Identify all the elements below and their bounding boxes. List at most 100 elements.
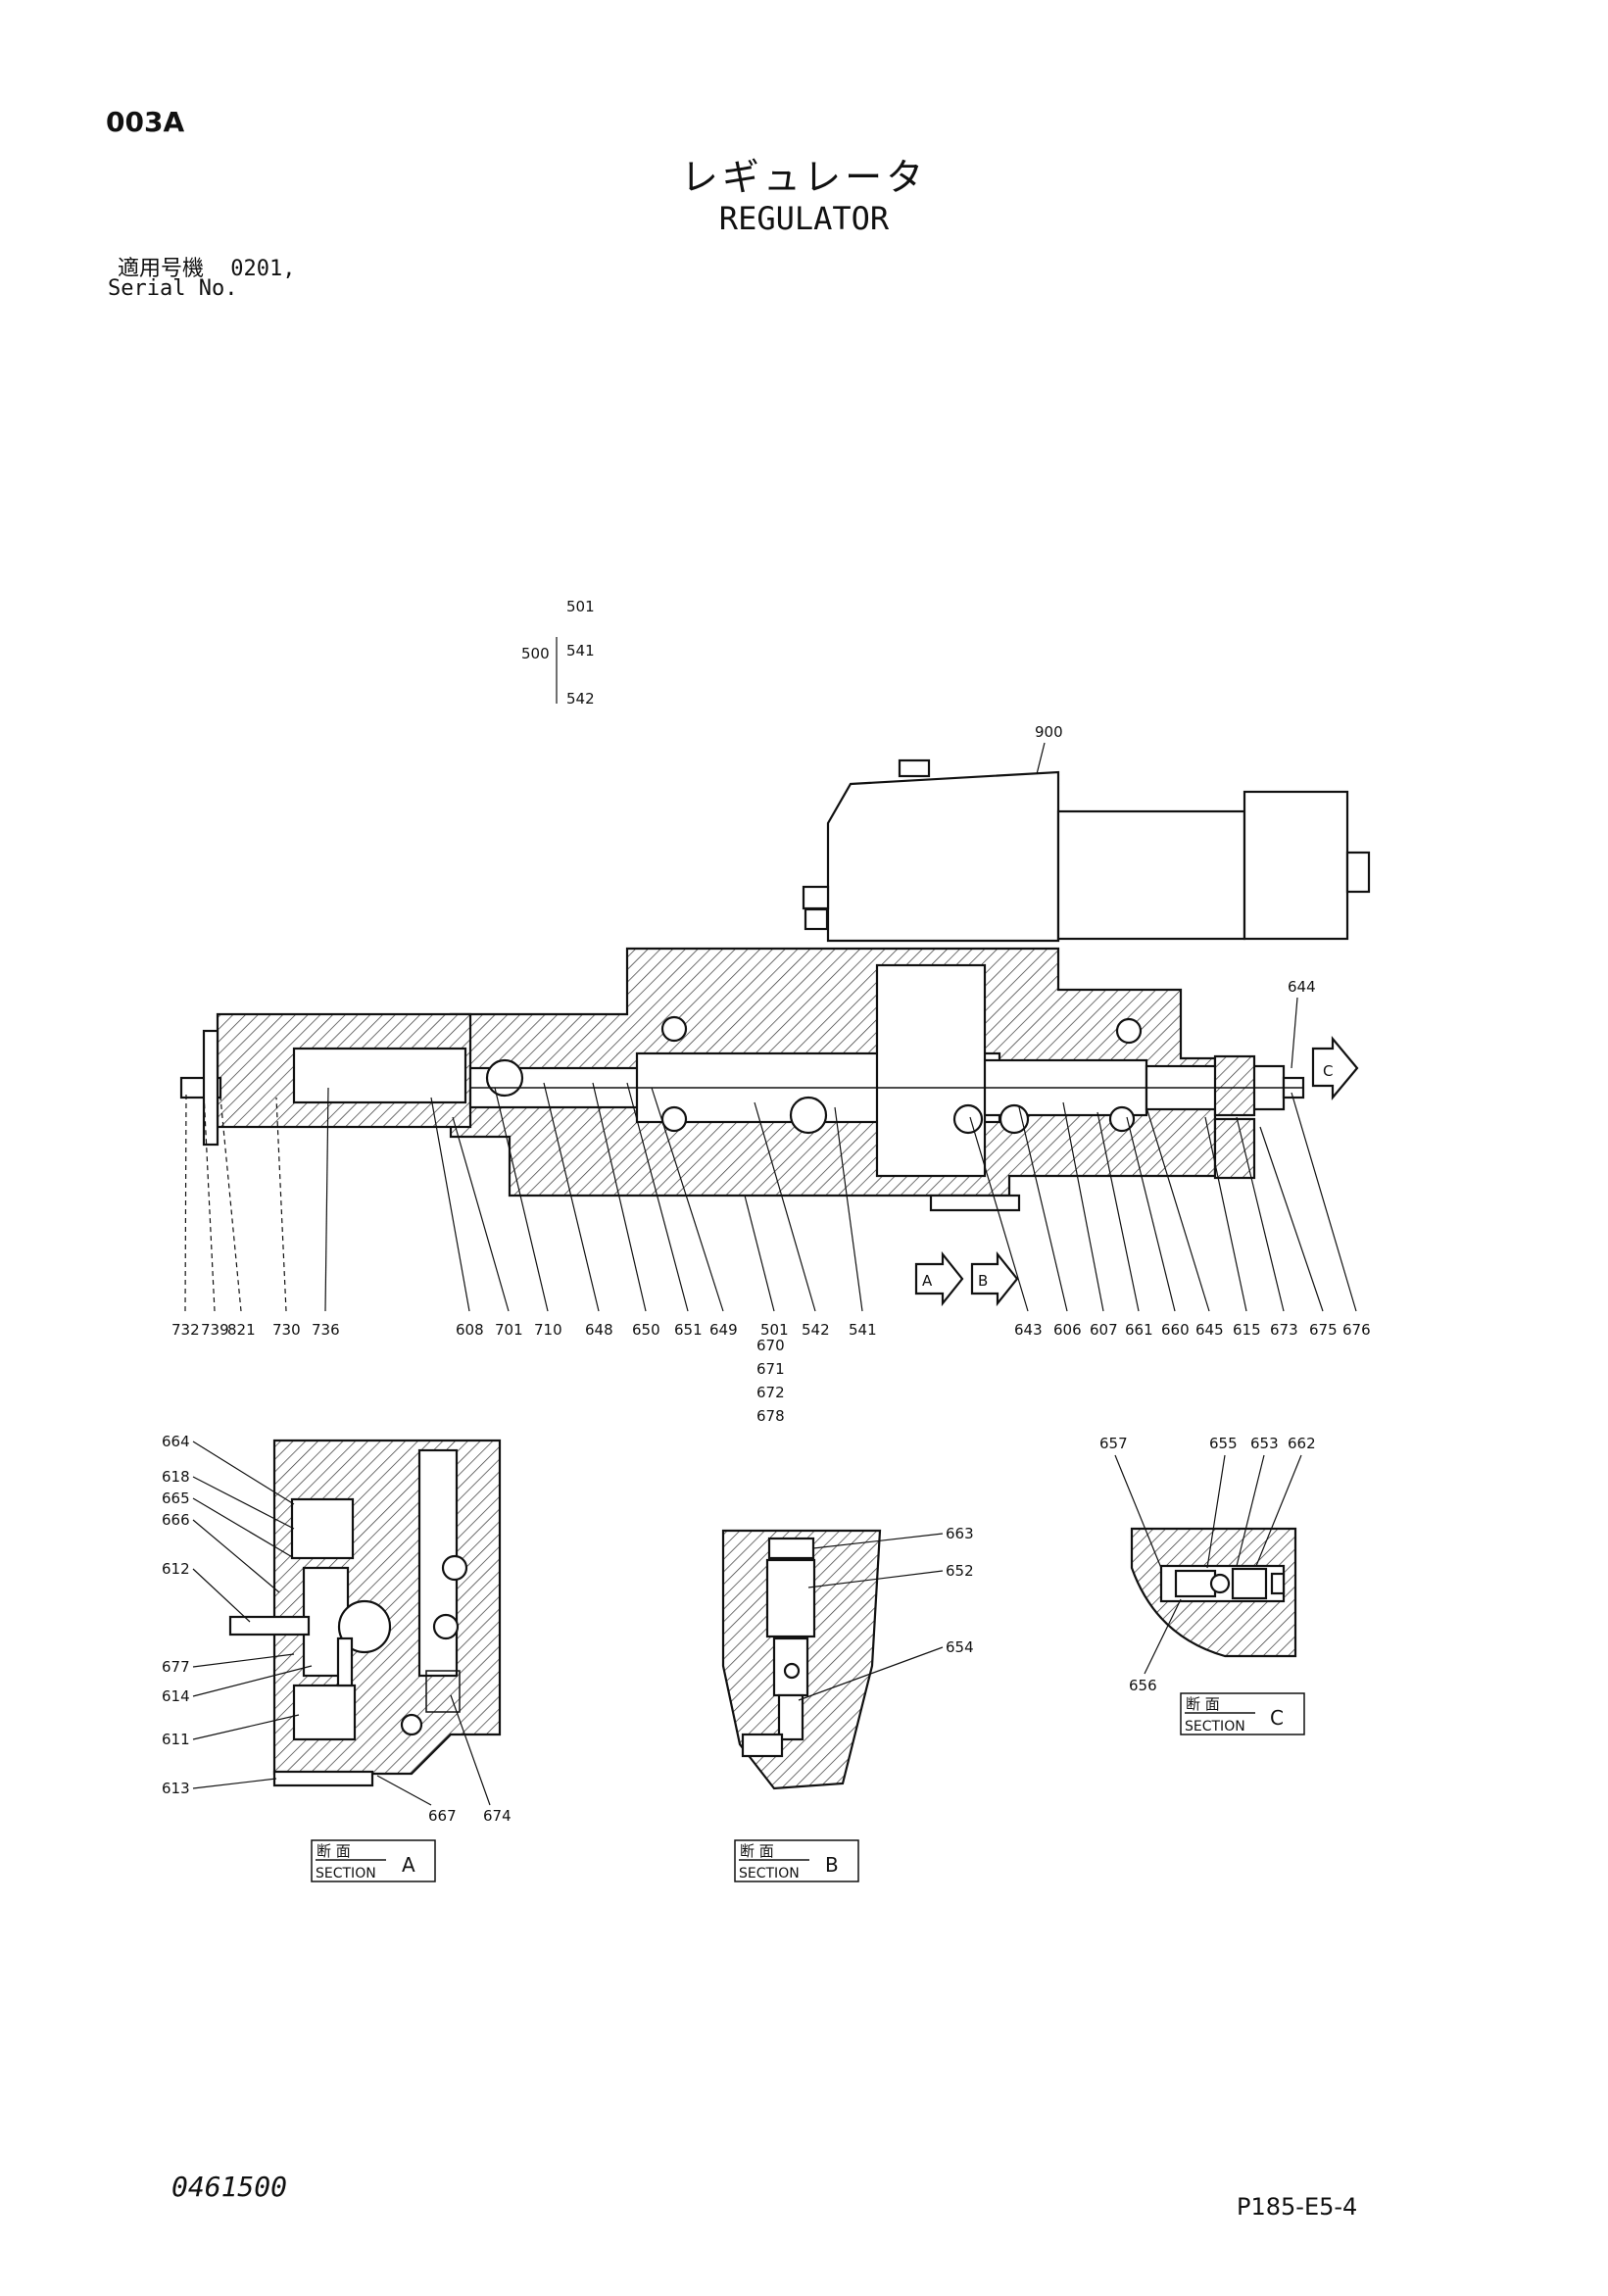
page-reference: P185-E5-4 xyxy=(1237,2193,1358,2221)
callout-leader xyxy=(1291,1092,1357,1312)
main-callout-label: 606 xyxy=(1053,1321,1082,1339)
main-callout-label: 542 xyxy=(802,1321,830,1339)
main-callout-label: 650 xyxy=(632,1321,660,1339)
callout-leader xyxy=(324,1087,329,1312)
callout-leader xyxy=(203,1092,216,1312)
serial-label-en: Serial No. xyxy=(108,276,238,301)
section-b-callout: 654 xyxy=(946,1638,974,1656)
view-arrow-b xyxy=(970,1250,1019,1307)
callout-leader xyxy=(430,1097,470,1312)
section-a-callout: 665 xyxy=(162,1490,190,1507)
main-callout-label: 541 xyxy=(849,1321,877,1339)
main-callout-label: 660 xyxy=(1161,1321,1190,1339)
section-c-callout: 656 xyxy=(1129,1677,1157,1694)
stacked-callout: 672 xyxy=(756,1384,785,1401)
section-a-callout: 666 xyxy=(162,1511,190,1529)
callout-leader xyxy=(192,1778,277,1789)
callout-leader xyxy=(592,1082,647,1312)
callout-leader xyxy=(192,1653,295,1668)
main-callout-label: 739 xyxy=(201,1321,229,1339)
section-b-callout: 663 xyxy=(946,1525,974,1542)
callout-leader xyxy=(1236,1116,1285,1312)
main-callout-label: 675 xyxy=(1309,1321,1338,1339)
callout-leader xyxy=(192,1497,295,1559)
main-callout-label: 643 xyxy=(1014,1321,1043,1339)
group-member-3: 542 xyxy=(566,690,595,708)
title-japanese: レギュレータ xyxy=(680,156,928,199)
serial-line-jp: 適用号機 0201, xyxy=(118,251,296,282)
section-c-label-box xyxy=(1180,1692,1305,1735)
solenoid-number: 900 xyxy=(1035,723,1063,741)
section-a-left-callouts: 664 618 665 666 612 677 614 611 613 xyxy=(162,1433,313,1797)
callout-leader xyxy=(754,1101,816,1312)
section-a-callout: 664 xyxy=(162,1433,190,1450)
serial-label-jp: 適用号機 xyxy=(118,257,205,281)
main-callout-label: 651 xyxy=(674,1321,703,1339)
view-arrow-a xyxy=(914,1250,964,1307)
callout-leader xyxy=(494,1087,549,1312)
main-callout-label: 821 xyxy=(227,1321,256,1339)
main-callout-label: 615 xyxy=(1233,1321,1261,1339)
main-callout-label: 701 xyxy=(495,1321,523,1339)
section-b-letter: B xyxy=(825,1853,839,1877)
callout-leader xyxy=(626,1082,689,1312)
stacked-callout: 671 xyxy=(756,1360,785,1378)
section-b-label-jp: 断 面 xyxy=(740,1842,774,1860)
main-callout-label: 501 xyxy=(760,1321,789,1339)
section-a-label-en: SECTION xyxy=(316,1866,376,1881)
section-b-label-en: SECTION xyxy=(739,1866,800,1881)
section-a-callout: 611 xyxy=(162,1731,190,1748)
section-a-callout: 618 xyxy=(162,1468,190,1486)
callout-leader xyxy=(1145,1106,1210,1312)
group-member-2: 541 xyxy=(566,642,595,659)
callout-leader xyxy=(1204,1116,1247,1312)
callout-leader xyxy=(192,1714,300,1740)
main-callout-label: 608 xyxy=(456,1321,484,1339)
solenoid-900: 900 xyxy=(802,723,1371,943)
section-b: 663 652 654 断 面 SECTION B xyxy=(721,1525,974,1882)
view-arrow-c-letter: C xyxy=(1323,1062,1333,1080)
callout-leader xyxy=(192,1519,280,1593)
callout-leader xyxy=(1126,1116,1176,1312)
section-c-callout: 653 xyxy=(1250,1435,1279,1452)
section-c-callout: 655 xyxy=(1209,1435,1238,1452)
callout-leader xyxy=(192,1441,295,1505)
section-a-letter: A xyxy=(402,1853,415,1877)
section-a-callout: 667 xyxy=(428,1807,457,1825)
main-callout-label: 730 xyxy=(272,1321,301,1339)
view-arrow-c xyxy=(1311,1035,1359,1101)
view-arrow-b-letter: B xyxy=(978,1272,988,1290)
page-code: 003A xyxy=(106,106,185,138)
assembly-group: 500 501 541 542 xyxy=(521,598,595,708)
callout-644: 644 xyxy=(1288,978,1316,996)
serial-value: 0201, xyxy=(230,257,296,281)
section-a-label-jp: 断 面 xyxy=(317,1842,351,1860)
callout-leader xyxy=(1259,1126,1324,1312)
callout-leader xyxy=(192,1665,313,1697)
callout-leader xyxy=(543,1082,600,1312)
callout-leader xyxy=(834,1106,863,1312)
view-arrows: A B C 644 xyxy=(914,978,1359,1307)
callout-leader xyxy=(969,1116,1029,1312)
main-callout-label: 648 xyxy=(585,1321,613,1339)
section-c-label-jp: 断 面 xyxy=(1186,1695,1220,1713)
main-callout-label: 736 xyxy=(312,1321,340,1339)
section-a-callout: 677 xyxy=(162,1658,190,1676)
group-number: 500 xyxy=(521,645,550,662)
callout-leader xyxy=(1096,1111,1140,1312)
section-c-callout: 657 xyxy=(1099,1435,1128,1452)
section-a-callout: 613 xyxy=(162,1780,190,1797)
section-a-callout: 612 xyxy=(162,1560,190,1578)
callout-leader xyxy=(651,1087,724,1312)
stacked-callout: 678 xyxy=(756,1407,785,1425)
section-c: 657 655 653 662 656 断 面 SECTION C xyxy=(1099,1435,1316,1735)
stacked-callouts: 670 671 672 678 xyxy=(756,1337,785,1425)
main-callout-label: 676 xyxy=(1342,1321,1371,1339)
main-callout-label: 649 xyxy=(709,1321,738,1339)
stacked-callout: 670 xyxy=(756,1337,785,1354)
drawing-number: 0461500 xyxy=(171,2171,288,2203)
section-a-callout: 614 xyxy=(162,1687,190,1705)
main-callout-label: 673 xyxy=(1270,1321,1298,1339)
